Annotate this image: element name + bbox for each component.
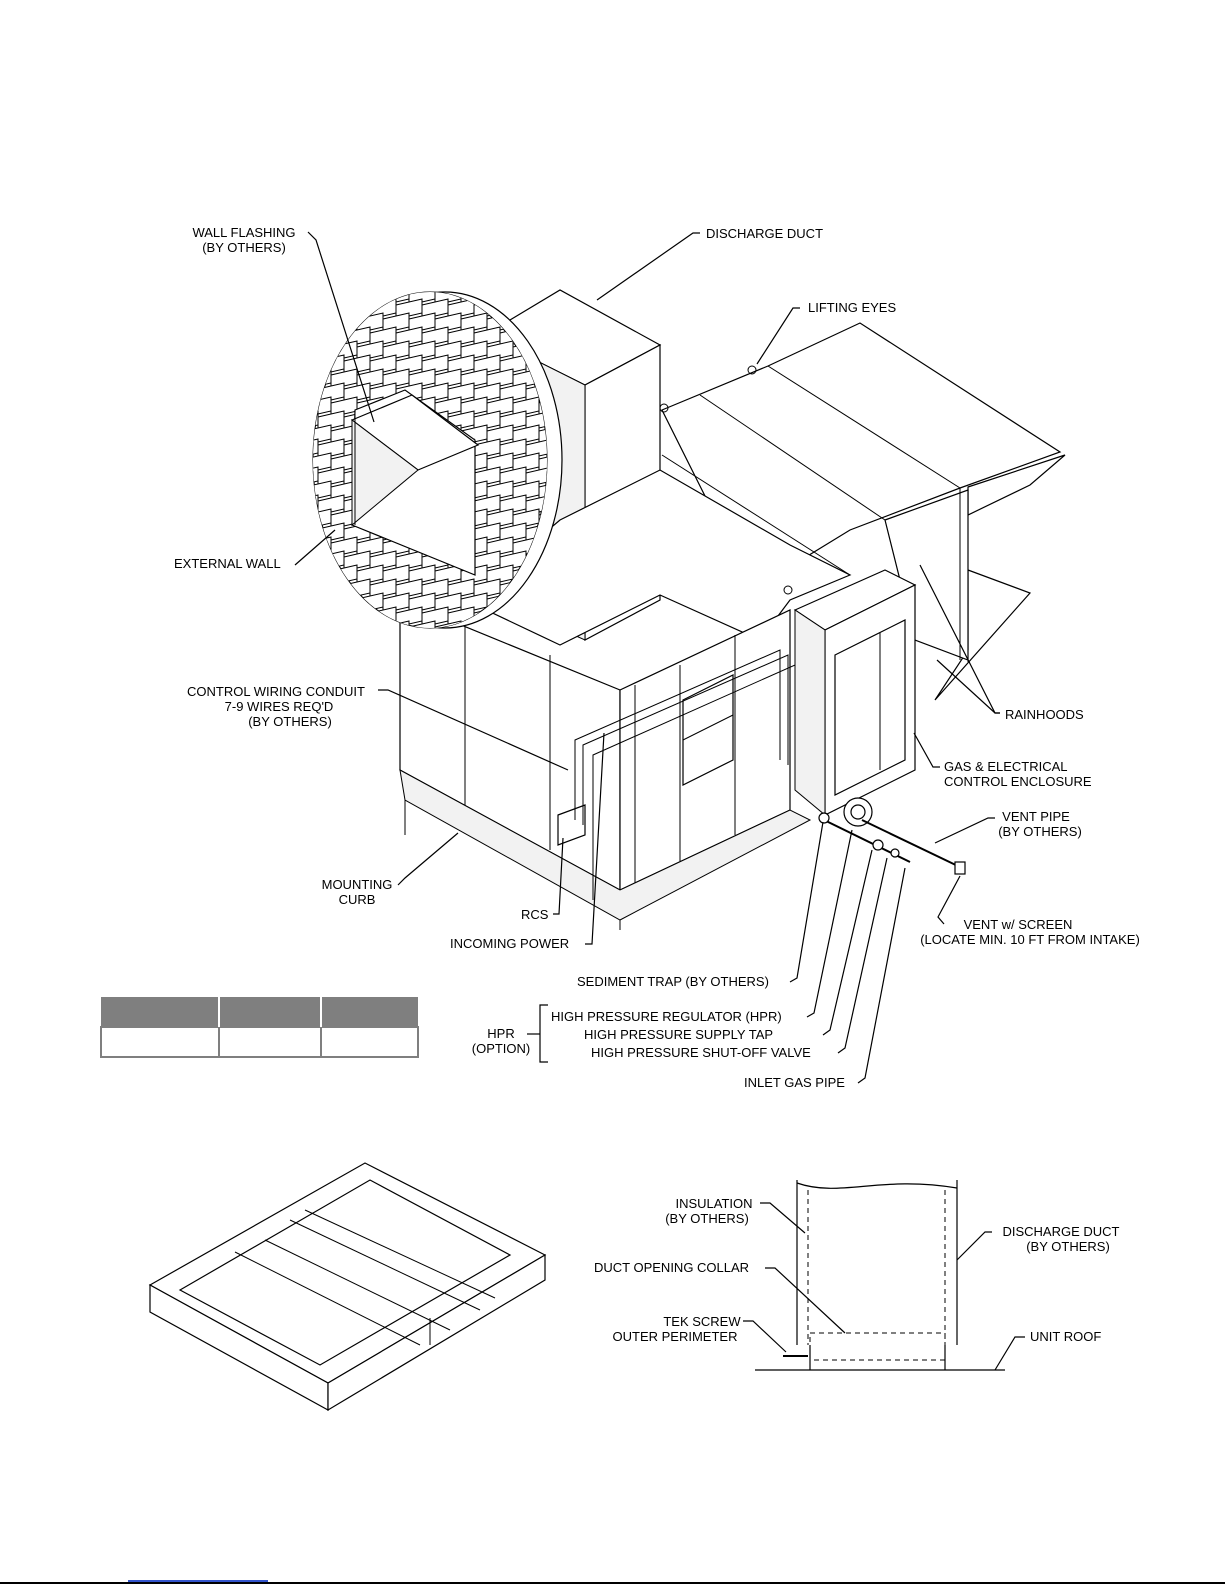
brick (279, 481, 305, 501)
brick (279, 509, 305, 529)
brick (313, 564, 332, 586)
label-lifting-eyes: LIFTING EYES (808, 300, 896, 315)
brick (279, 369, 305, 389)
brick (279, 593, 305, 613)
external-wall-inset (279, 285, 563, 655)
label-hp-shutoff: HIGH PRESSURE SHUT-OFF VALVE (591, 1045, 811, 1060)
brick (313, 326, 319, 348)
label-hpr-regulator: HIGH PRESSURE REGULATOR (HPR) (551, 1009, 782, 1024)
brick (330, 292, 358, 306)
brick (279, 341, 305, 361)
label-inlet-gas-pipe: INLET GAS PIPE (744, 1075, 845, 1090)
label-external-wall: EXTERNAL WALL (174, 556, 281, 571)
brick (279, 621, 305, 641)
brick (370, 635, 396, 655)
label-hpr-option: HPR(OPTION) (472, 1026, 531, 1056)
brick (313, 522, 319, 544)
label-insulation: INSULATION(BY OTHERS) (665, 1196, 752, 1226)
brick (330, 592, 358, 614)
brick (279, 565, 305, 585)
brick (356, 620, 384, 628)
label-sediment-trap: SEDIMENT TRAP (BY OTHERS) (577, 974, 769, 989)
duct-section-detail (755, 1180, 1005, 1371)
brick (313, 410, 319, 432)
mounting-curb-frame (148, 1162, 547, 1412)
brick (313, 298, 319, 320)
hvac-unit-illustration (399, 289, 1066, 930)
brick (512, 292, 540, 306)
brick (313, 312, 332, 334)
brick (292, 635, 318, 655)
label-rainhoods: RAINHOODS (1005, 707, 1084, 722)
callout-labels: WALL FLASHING(BY OTHERS) DISCHARGE DUCT … (174, 225, 1140, 1090)
label-hp-supply-tap: HIGH PRESSURE SUPPLY TAP (584, 1027, 773, 1042)
leader-lines (294, 231, 1025, 1371)
brick (313, 340, 332, 362)
label-wall-flashing: WALL FLASHING(BY OTHERS) (192, 225, 295, 255)
brick (313, 620, 332, 628)
label-unit-roof: UNIT ROOF (1030, 1329, 1101, 1344)
brick (279, 313, 305, 333)
brick (356, 292, 384, 306)
label-discharge-duct-detail: DISCHARGE DUCT(BY OTHERS) (1002, 1224, 1119, 1254)
brick (369, 606, 397, 628)
brick (313, 578, 319, 600)
label-discharge-duct: DISCHARGE DUCT (706, 226, 823, 241)
label-vent-screen: VENT w/ SCREEN(LOCATE MIN. 10 FT FROM IN… (920, 917, 1140, 947)
info-table (100, 997, 419, 1058)
brick (343, 298, 371, 320)
brick (408, 620, 436, 628)
brick (330, 312, 358, 334)
brick (279, 537, 305, 557)
brick (313, 550, 319, 572)
brick (343, 606, 371, 628)
brick (313, 354, 319, 376)
brick (279, 285, 305, 305)
detail-labels: INSULATION(BY OTHERS) DISCHARGE DUCT(BY … (594, 1196, 1120, 1344)
brick (313, 382, 319, 404)
label-rcs: RCS (521, 907, 549, 922)
brick (313, 606, 319, 628)
brick (317, 326, 345, 348)
brick (317, 578, 345, 600)
brick (279, 425, 305, 445)
brick (313, 292, 332, 306)
brick (486, 292, 514, 306)
brick (279, 453, 305, 473)
brick (318, 635, 344, 655)
label-duct-collar: DUCT OPENING COLLAR (594, 1260, 749, 1275)
brick (313, 592, 332, 614)
brick (317, 606, 345, 628)
brick (313, 494, 319, 516)
brick (344, 635, 370, 655)
label-vent-pipe: VENT PIPE(BY OTHERS) (998, 809, 1082, 839)
brick (279, 397, 305, 417)
label-incoming-power: INCOMING POWER (450, 936, 569, 951)
brick (330, 620, 358, 628)
